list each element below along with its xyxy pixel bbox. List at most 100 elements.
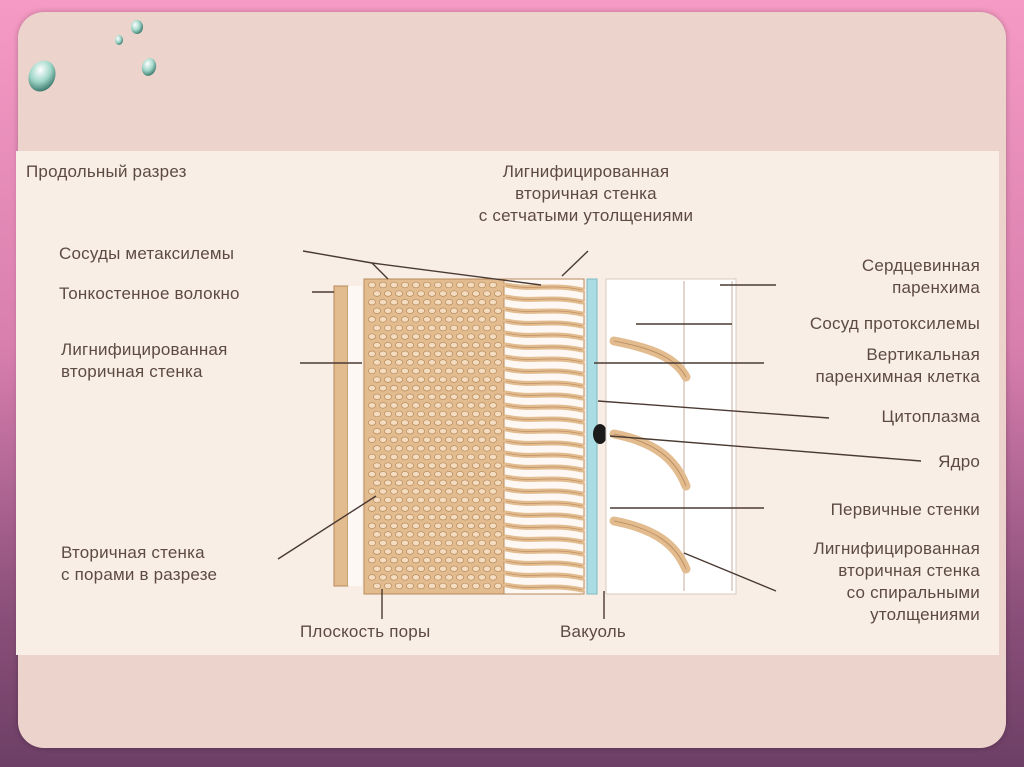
pit (434, 419, 442, 426)
pit (423, 402, 431, 409)
pit (461, 462, 469, 469)
pit (494, 393, 502, 400)
pit (406, 290, 414, 297)
leader-line (277, 495, 377, 560)
pitted-vessel-wall (363, 278, 505, 595)
pit (406, 582, 414, 590)
pit (478, 574, 486, 581)
pit (472, 410, 480, 418)
pit (428, 393, 436, 400)
pit (483, 548, 491, 555)
leader-line (609, 435, 922, 462)
pit (494, 445, 502, 452)
pit (467, 402, 475, 409)
pit (450, 582, 458, 590)
pit (439, 445, 447, 452)
pit (395, 565, 403, 572)
pit (428, 324, 436, 332)
pit (373, 445, 381, 452)
pit (368, 453, 376, 461)
pit (483, 393, 491, 400)
pit (428, 479, 436, 486)
pit (478, 385, 486, 392)
pit (439, 462, 447, 469)
pit (412, 539, 420, 547)
pit (368, 522, 376, 529)
pit (467, 436, 475, 443)
pit (395, 307, 403, 314)
pit (401, 402, 409, 409)
thickening-band (503, 462, 585, 473)
pit (467, 453, 475, 461)
pit (379, 471, 387, 478)
pit (456, 281, 464, 289)
pit (373, 514, 381, 521)
thickening-band (503, 522, 585, 533)
pit (483, 410, 491, 418)
pit (439, 359, 447, 366)
pit (412, 419, 420, 426)
pit (373, 428, 381, 435)
thickening-band (503, 294, 585, 305)
pit (395, 514, 403, 521)
pit (395, 290, 403, 297)
pit (423, 557, 431, 564)
drop-icon (141, 58, 157, 76)
pit (423, 574, 431, 581)
thickening-edge (505, 404, 583, 411)
pit (379, 453, 387, 461)
pit (390, 316, 398, 323)
pit (461, 479, 469, 486)
pit (489, 385, 497, 392)
pit (483, 359, 491, 366)
pit (417, 531, 425, 538)
pit (472, 324, 480, 332)
pit (417, 514, 425, 521)
pit (456, 505, 464, 512)
pit (428, 307, 436, 314)
pit (483, 324, 491, 332)
pit (445, 522, 453, 529)
pit (450, 324, 458, 332)
pit (390, 436, 398, 443)
pit (450, 565, 458, 572)
pit (467, 574, 475, 581)
pit (384, 342, 392, 349)
pit (390, 385, 398, 392)
pit (379, 333, 387, 340)
pit (461, 342, 469, 349)
thickening-band (503, 570, 585, 581)
pit (368, 350, 376, 357)
pit (472, 428, 480, 435)
pit (450, 445, 458, 452)
thickening-band (503, 438, 585, 449)
pit (379, 557, 387, 564)
pit (450, 376, 458, 383)
thin-fiber-wall (333, 285, 349, 587)
thickening-band (503, 474, 585, 485)
pit (439, 548, 447, 555)
pit (456, 522, 464, 529)
thickening-edge (505, 284, 583, 291)
pit (390, 333, 398, 340)
pit (412, 505, 420, 512)
pit (461, 324, 469, 332)
leader-line (371, 262, 542, 286)
pit (401, 419, 409, 426)
pit (445, 402, 453, 409)
pit (379, 522, 387, 529)
pit (456, 367, 464, 375)
pit (395, 342, 403, 349)
pit (494, 307, 502, 314)
thickening-edge (505, 584, 583, 591)
pit (384, 307, 392, 314)
pit (472, 514, 480, 521)
pit (461, 376, 469, 383)
label-cytoplasm: Цитоплазма (881, 407, 980, 426)
pit (472, 462, 480, 469)
pit (423, 539, 431, 547)
thickening-edge (505, 536, 583, 543)
pit (467, 557, 475, 564)
pit (406, 359, 414, 366)
pit (494, 342, 502, 349)
